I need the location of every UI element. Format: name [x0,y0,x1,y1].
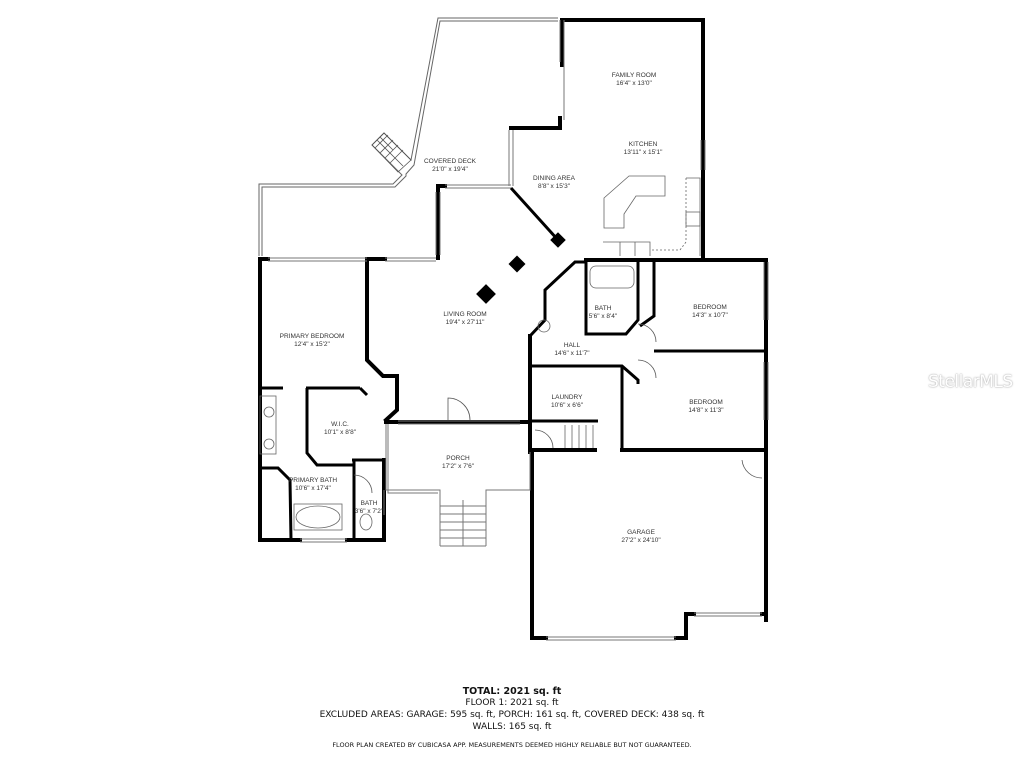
room-kitchen: KITCHEN 13'11" x 15'1" [624,141,663,157]
laundry-stairs [564,425,594,448]
windows [268,20,769,641]
room-dims: 14'6" x 11'7" [554,350,590,357]
interior-walls [262,186,766,541]
room-primary-bath: PRIMARY BATH 10'6" x 17'4" [289,477,337,493]
disclaimer: FLOOR PLAN CREATED BY CUBICASA APP. MEAS… [332,741,692,749]
room-dims: 16'4" x 13'0" [616,80,652,87]
room-dims: 14'3" x 10'7" [692,312,728,319]
room-dims: 13'11" x 15'1" [623,149,663,156]
room-dims: 17'2" x 7'6" [441,463,475,470]
room-name: W.I.C. [331,421,349,428]
room-name: PORCH [446,455,470,462]
watermark: StellarMLS [928,372,1013,392]
room-name: BEDROOM [689,399,723,406]
fixtures [259,265,635,531]
room-name: BATH [360,500,378,507]
room-covered-deck: COVERED DECK 21'0" x 19'4" [424,158,476,174]
room-family-room: FAMILY ROOM 16'4" x 13'0" [612,72,657,88]
room-dims: 14'8" x 11'3" [688,407,724,414]
room-bath-2: BATH 5'6" x 8'4" [589,305,617,321]
room-name: BATH [594,305,612,312]
fireplace-blocks [476,255,526,304]
room-name: GARAGE [627,529,655,536]
walls-area: WALLS: 165 sq. ft [472,722,552,732]
room-living-room: LIVING ROOM 19'4" x 27'11" [443,311,486,327]
room-dims: 8'8" x 15'3" [537,183,571,190]
floor1-area: FLOOR 1: 2021 sq. ft [465,698,559,708]
room-name: LIVING ROOM [443,311,487,318]
floor-plan [258,17,769,641]
room-wic: W.I.C. 10'1" x 8'8" [324,421,356,437]
room-name: LAUNDRY [551,394,583,401]
room-dims: 10'6" x 6'6" [550,402,584,409]
room-primary-bedroom: PRIMARY BEDROOM 12'4" x 15'2" [280,333,345,349]
room-dims: 10'1" x 8'8" [323,429,357,436]
room-dims: 5'6" x 8'4" [588,313,618,320]
doors [353,323,763,494]
room-dims: 10'6" x 17'4" [295,485,331,492]
room-name: KITCHEN [628,141,658,148]
room-porch: PORCH 17'2" x 7'6" [442,455,474,471]
room-dims: 19'4" x 27'11" [445,319,485,326]
room-bedroom-3: BEDROOM 14'8" x 11'3" [688,399,723,415]
kitchen-counters [603,175,701,256]
room-laundry: LAUNDRY 10'6" x 6'6" [551,394,583,410]
room-name: DINING AREA [533,175,575,182]
room-dining-area: DINING AREA 8'8" x 15'3" [533,175,575,191]
room-name: HALL [563,342,581,349]
room-dims: 27'2" x 24'10" [621,537,661,544]
room-dims: 3'6" x 7'2" [354,508,384,515]
excluded-areas: EXCLUDED AREAS: GARAGE: 595 sq. ft, PORC… [319,710,705,720]
room-name: FAMILY ROOM [611,72,657,79]
deck-stairs [371,132,412,173]
room-bedroom-2: BEDROOM 14'3" x 10'7" [692,304,728,320]
room-name: PRIMARY BEDROOM [279,333,345,340]
room-hall: HALL 14'6" x 11'7" [554,342,589,358]
room-bath-1: BATH 3'6" x 7'2" [355,500,383,516]
total-area: TOTAL: 2021 sq. ft [462,686,562,697]
room-garage: GARAGE 27'2" x 24'10" [621,529,660,545]
room-dims: 12'4" x 15'2" [294,341,330,348]
exterior-walls [258,18,768,640]
room-name: PRIMARY BATH [288,477,338,484]
room-name: BEDROOM [693,304,727,311]
room-dims: 21'0" x 19'4" [432,166,468,173]
room-name: COVERED DECK [423,158,477,165]
porch-outline [385,424,531,547]
